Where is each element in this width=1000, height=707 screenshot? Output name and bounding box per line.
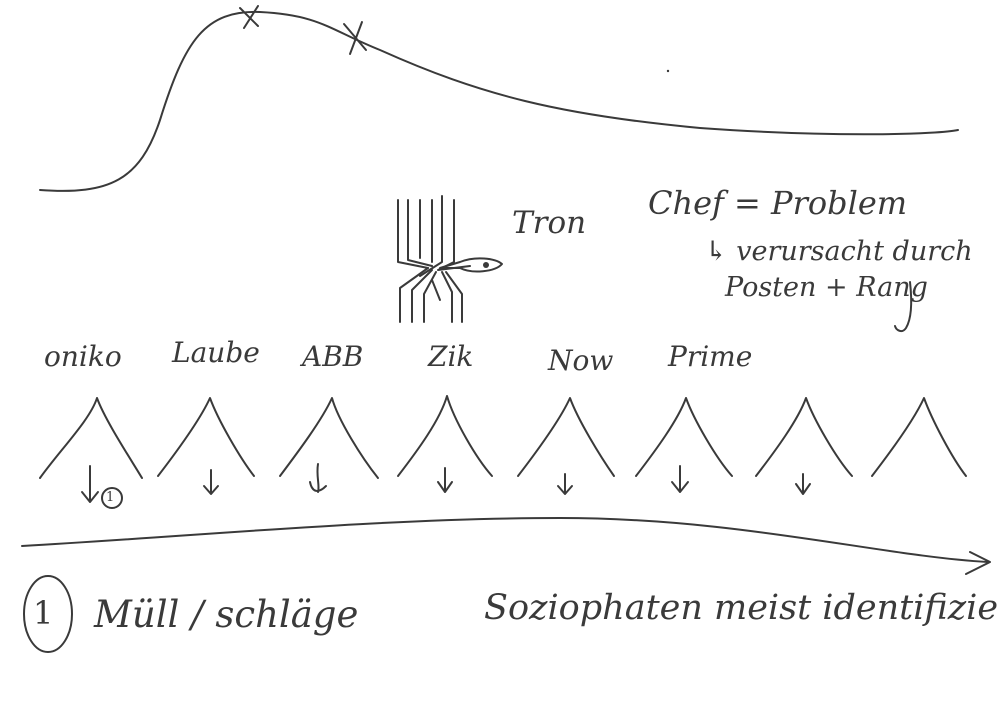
footnote-circle xyxy=(23,575,73,653)
company-shape xyxy=(397,395,493,477)
down-arrow xyxy=(203,469,219,495)
company-label: Laube xyxy=(172,336,260,369)
down-arrow xyxy=(309,463,327,493)
sociopaths-note: Soziophaten meist identifiziert xyxy=(484,588,1000,628)
company-shape xyxy=(39,397,143,479)
chef-problem-note: Chef = Problem xyxy=(648,184,908,222)
timeline-arrow xyxy=(21,517,991,575)
tron-label: Tron xyxy=(512,205,587,241)
company-label: Prime xyxy=(668,340,753,373)
company-label: ABB xyxy=(302,340,364,373)
company-shape xyxy=(279,397,379,479)
company-shape xyxy=(755,397,853,477)
chef-arrow-hook xyxy=(894,281,913,333)
footnote-marker: 1 xyxy=(33,594,54,632)
tron-sketch xyxy=(397,195,503,323)
curve-marker-x xyxy=(239,5,259,29)
footnote-ref-small: 1 xyxy=(106,490,115,505)
footnote-text: Müll / schläge xyxy=(94,593,359,636)
down-arrow xyxy=(795,473,811,495)
company-label: oniko xyxy=(44,340,122,373)
footnote-circle-small xyxy=(101,487,123,509)
company-shape xyxy=(635,397,733,477)
stray-dot xyxy=(666,69,670,73)
company-label: Zik xyxy=(428,340,474,373)
down-arrow xyxy=(437,467,453,493)
down-arrows xyxy=(81,463,811,503)
curve-marker-x xyxy=(343,21,367,55)
company-shape xyxy=(157,397,255,477)
career-curve xyxy=(39,10,959,192)
cause-note-line1: ↳ verursacht durch xyxy=(705,236,973,267)
company-shapes xyxy=(39,395,967,479)
company-shape xyxy=(871,397,967,477)
company-shape xyxy=(517,397,615,477)
cause-note-line2: Posten + Rang xyxy=(725,272,928,303)
company-label: Now xyxy=(548,344,614,377)
down-arrow xyxy=(671,465,689,493)
down-arrow xyxy=(557,473,573,495)
down-arrow xyxy=(81,465,99,503)
